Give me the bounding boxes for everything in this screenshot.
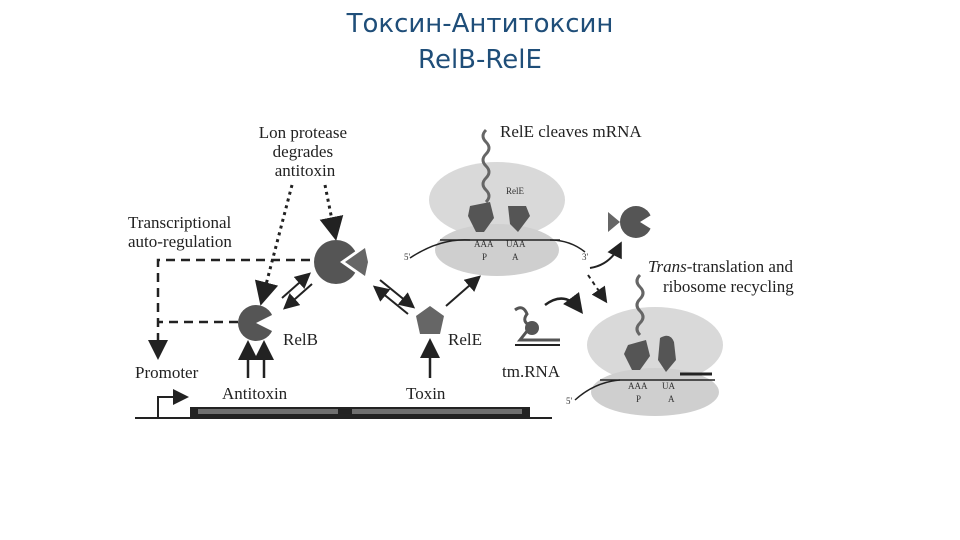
ribosome-top-codon-a: UAA	[506, 239, 526, 249]
lon-to-relb-arrow	[254, 184, 294, 306]
toxin-label: Toxin	[406, 384, 446, 403]
slide-subtitle: RelB-RelE	[418, 45, 542, 75]
promoter-label: Promoter	[135, 363, 199, 382]
autoregulation-line-top	[148, 258, 310, 360]
lon-to-complex-arrow	[319, 184, 344, 241]
ribosome-recycling-label: ribosome recycling	[663, 277, 794, 296]
transcriptional-label: Transcriptional auto-regulation	[128, 213, 236, 251]
ribosome-bottom-5prime: 5'	[566, 396, 573, 406]
rele-protein	[416, 306, 444, 334]
ribosome-top	[409, 128, 586, 276]
promoter-arrow	[157, 389, 189, 418]
relb-protein	[238, 305, 278, 341]
ribosome-top-rele-tag: RelE	[506, 186, 524, 196]
rele-to-ribosome-arrow	[445, 275, 482, 307]
ribosome-top-codon-p: AAA	[474, 239, 494, 249]
ribosome-top-5prime: 5'	[404, 252, 411, 262]
antitoxin-label: Antitoxin	[222, 384, 288, 403]
to-trans-translation-arrow	[587, 274, 608, 304]
ribosome-top-3prime: 3'	[582, 252, 589, 262]
ribosome-top-site-a: A	[512, 252, 519, 262]
rele-complex-equilibrium-arrows	[372, 279, 416, 315]
ribosome-bottom-codon-a: UA	[662, 381, 675, 391]
trans-translation-label: Trans-translation and	[648, 257, 793, 276]
relb-rele-complex	[314, 240, 368, 284]
ribosome-bottom	[574, 273, 723, 416]
tmrna-label: tm.RNA	[502, 362, 561, 381]
tmrna-to-ribosome-arrow	[544, 292, 584, 314]
ribosome-top-site-p: P	[482, 252, 487, 262]
ribosome-bottom-codon-p: AAA	[628, 381, 648, 391]
release-arrow	[589, 241, 622, 269]
ribosome-bottom-site-a: A	[668, 394, 675, 404]
tmrna-molecule	[514, 306, 560, 346]
rele-cleaves-label: RelE cleaves mRNA	[500, 122, 642, 141]
relb-label: RelB	[283, 330, 318, 349]
relb-complex-equilibrium-arrows	[281, 272, 313, 310]
ribosome-bottom-site-p: P	[636, 394, 641, 404]
rele-label: RelE	[448, 330, 482, 349]
lon-protease-label: Lon protease degrades antitoxin	[259, 123, 352, 180]
released-rele	[608, 206, 656, 238]
slide-title: Токсин-Антитоксин	[346, 9, 614, 39]
operon-gene-bar	[135, 407, 552, 419]
